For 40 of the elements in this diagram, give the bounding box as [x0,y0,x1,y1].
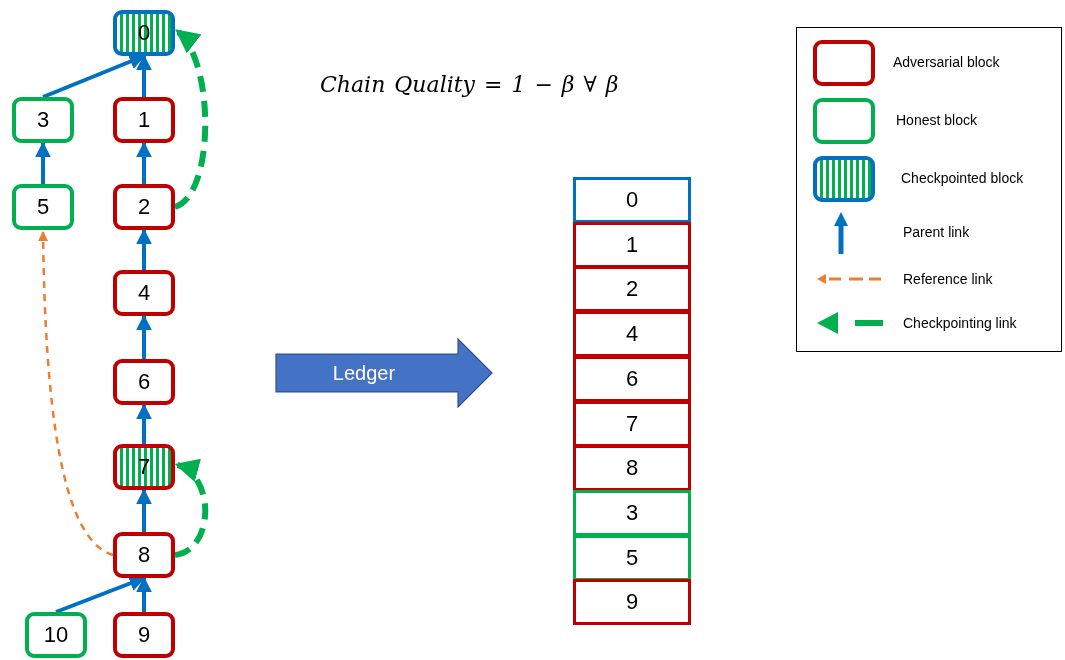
formula-text: Chain Quality = 1 − β ∀ β [320,72,620,97]
arrow-label: Ledger [332,361,396,385]
legend-label: Checkpointed block [901,170,1024,186]
honest-block: 5 [12,184,74,230]
adversarial-block: 1 [113,97,175,143]
parent-link-arrow [35,141,51,184]
parent-link-arrow [136,228,152,270]
legend-label: Honest block [896,112,977,128]
reference-link-arrow [38,231,114,557]
honest-block: 10 [25,612,87,658]
checkpointing-link-arrow [173,28,209,210]
checkpointing-link-arrow [174,461,209,558]
legend-label: Adversarial block [893,54,1000,70]
adversarial-block: 7 [113,444,175,490]
parent-link-arrow [136,403,152,444]
honest-block-row: 3 [573,489,691,536]
honest-block: 3 [12,97,74,143]
honest-block-row: 5 [573,534,691,581]
adversarial-block-row: 6 [573,355,691,402]
block-arrow [275,338,493,408]
adversarial-block-row: 2 [573,266,691,313]
adversarial-block-row: 4 [573,311,691,358]
parent-link-arrow [136,141,152,184]
parent-link-arrow [136,54,152,97]
adversarial-block: 8 [113,532,175,578]
adversarial-block-row: 9 [573,579,691,626]
adversarial-block: 9 [113,612,175,658]
adversarial-block-row: 7 [573,400,691,447]
parent-link-arrow [136,488,152,532]
checkpointed-block-row: 0 [573,177,691,223]
legend-label: Parent link [903,224,970,240]
parent-link-arrow [136,576,152,612]
adversarial-block: 6 [113,359,175,405]
parent-link-arrow [136,314,152,359]
legend-label: Reference link [903,271,993,287]
legend-label: Checkpointing link [903,315,1017,331]
adversarial-block: 2 [113,184,175,230]
adversarial-block-row: 8 [573,445,691,492]
adversarial-block-row: 1 [573,221,691,268]
adversarial-block: 4 [113,270,175,316]
